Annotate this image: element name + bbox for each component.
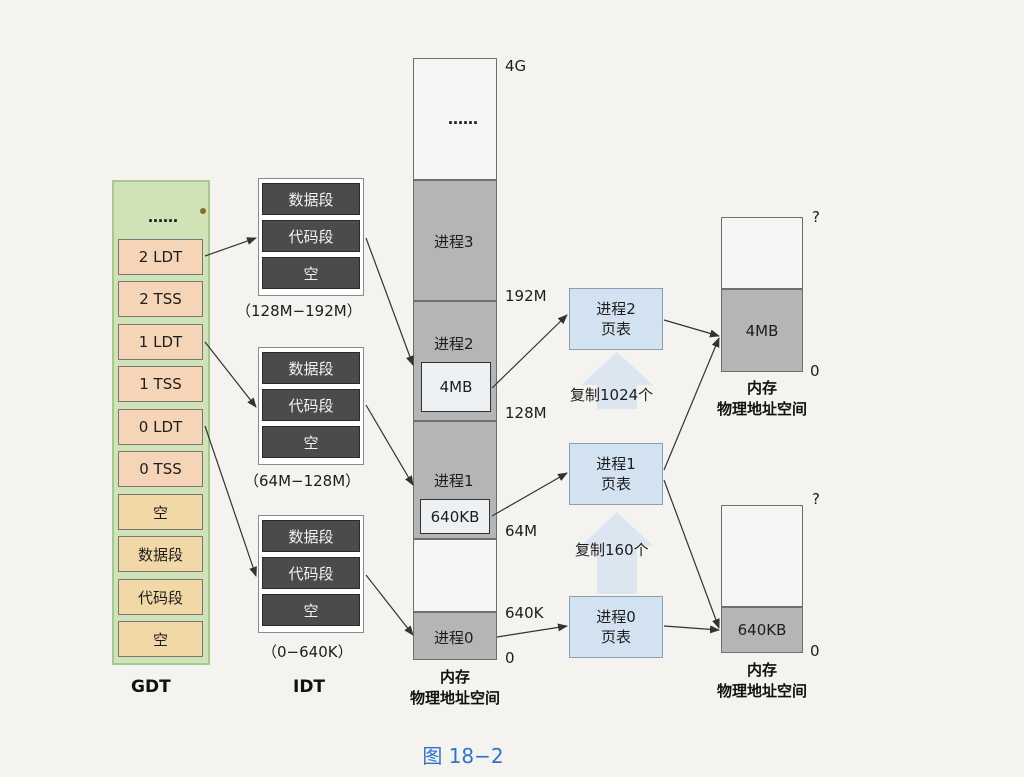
phys-memory-bottom-caption-line2: 物理地址空间 — [716, 682, 807, 700]
memory-process-0-label: 进程0 — [434, 629, 474, 647]
phys-memory-bottom-caption: 内存 物理地址空间 — [692, 660, 832, 702]
phys-memory-bottom-block: 640KB — [721, 607, 803, 653]
gdt-entry-1-ldt: 1 LDT — [118, 324, 203, 360]
memory-caption-line2: 物理地址空间 — [409, 689, 500, 707]
memory-process-3-label: 进程3 — [434, 233, 474, 251]
memory-upper-region — [413, 58, 497, 180]
arrow-pagetable2-to-phys — [663, 319, 720, 338]
mark-128m: 128M — [505, 404, 547, 422]
gdt-title: GDT — [131, 677, 171, 697]
page-table-process-0: 进程0 页表 — [569, 596, 663, 658]
page-table-0-line2: 页表 — [600, 628, 631, 646]
memory-process-2-label: 进程2 — [434, 335, 474, 353]
ldt2-range: （128M−192M） — [236, 302, 362, 320]
memory-process-0 — [413, 612, 497, 660]
arrow-process0-to-pagetable0 — [496, 623, 568, 638]
phys-memory-top-caption: 内存 物理地址空间 — [692, 378, 832, 420]
page-table-1-line1: 进程1 — [596, 455, 636, 473]
arrow-gdt-1ldt-to-table — [204, 341, 257, 408]
copy-arrow-upper — [581, 352, 653, 409]
copy-160-label: 复制160个 — [575, 541, 649, 559]
memory-caption-line1: 内存 — [439, 668, 470, 686]
phys-memory-top-zero-mark: 0 — [810, 362, 820, 380]
page-table-process-1: 进程1 页表 — [569, 443, 663, 505]
page-table-2-line1: 进程2 — [596, 300, 636, 318]
arrow-pagetable1-to-phys-bottom — [663, 479, 720, 629]
phys-memory-top-caption-line1: 内存 — [746, 379, 777, 397]
memory-process-1-size: 640KB — [420, 499, 490, 534]
gdt-entry-null-1: 空 — [118, 494, 203, 530]
gdt-ellipsis: …… — [148, 208, 178, 226]
mark-64m: 64M — [505, 522, 538, 540]
arrow-640kb-to-pagetable1 — [491, 472, 568, 517]
phys-memory-top-upper-mark: ? — [812, 208, 820, 226]
page-table-1-line2: 页表 — [600, 475, 631, 493]
ldt1-null: 空 — [262, 426, 360, 458]
idt-title: IDT — [293, 677, 326, 697]
arrow-table0-to-process0 — [365, 574, 414, 636]
page-table-2-line2: 页表 — [600, 320, 631, 338]
ldt0-data-segment: 数据段 — [262, 520, 360, 552]
mark-192m: 192M — [505, 287, 547, 305]
arrow-pagetable1-to-phys-top — [663, 337, 720, 471]
ldt2-null: 空 — [262, 257, 360, 289]
memory-process-2-size: 4MB — [421, 362, 491, 412]
gdt-entry-code-segment: 代码段 — [118, 579, 203, 615]
copy-arrow-lower — [581, 512, 653, 594]
memory-ellipsis: …… — [448, 110, 478, 128]
ldt1-range: （64M−128M） — [244, 472, 361, 490]
mark-zero: 0 — [505, 649, 515, 667]
gdt-entry-2-tss: 2 TSS — [118, 281, 203, 317]
phys-memory-bottom-caption-line1: 内存 — [746, 661, 777, 679]
phys-memory-bottom-upper-mark: ? — [812, 490, 820, 508]
figure-caption: 图 18−2 — [422, 744, 504, 768]
memory-process-1-label: 进程1 — [434, 472, 474, 490]
memory-process-3 — [413, 180, 497, 301]
gdt-entry-0-ldt: 0 LDT — [118, 409, 203, 445]
gdt-entry-null-0: 空 — [118, 621, 203, 657]
ldt0-code-segment: 代码段 — [262, 557, 360, 589]
page-table-0-line1: 进程0 — [596, 608, 636, 626]
gdt-entry-1-tss: 1 TSS — [118, 366, 203, 402]
copy-1024-label: 复制1024个 — [570, 386, 654, 404]
phys-memory-top-block: 4MB — [721, 289, 803, 372]
page-table-process-2: 进程2 页表 — [569, 288, 663, 350]
ldt0-range: （0−640K） — [262, 643, 353, 661]
ldt1-data-segment: 数据段 — [262, 352, 360, 384]
phys-memory-bottom-free — [721, 505, 803, 607]
gdt-entry-0-tss: 0 TSS — [118, 451, 203, 487]
mark-4g: 4G — [505, 57, 527, 75]
gdt-dot — [200, 208, 206, 214]
arrow-4mb-to-pagetable2 — [491, 314, 568, 389]
ldt0-null: 空 — [262, 594, 360, 626]
phys-memory-top-free — [721, 217, 803, 289]
phys-memory-top-caption-line2: 物理地址空间 — [716, 400, 807, 418]
ldt2-data-segment: 数据段 — [262, 183, 360, 215]
arrow-table2-to-process2 — [365, 237, 414, 366]
memory-free-region — [413, 539, 497, 612]
arrow-pagetable0-to-phys — [663, 625, 720, 634]
ldt2-code-segment: 代码段 — [262, 220, 360, 252]
memory-caption: 内存 物理地址空间 — [385, 667, 525, 709]
arrow-gdt-0ldt-to-table — [204, 425, 257, 577]
gdt-entry-data-segment: 数据段 — [118, 536, 203, 572]
arrow-gdt-2ldt-to-table — [204, 237, 257, 257]
gdt-entry-2-ldt: 2 LDT — [118, 239, 203, 275]
arrow-table1-to-process1 — [365, 404, 414, 486]
mark-640k: 640K — [505, 604, 544, 622]
phys-memory-bottom-zero-mark: 0 — [810, 642, 820, 660]
ldt1-code-segment: 代码段 — [262, 389, 360, 421]
